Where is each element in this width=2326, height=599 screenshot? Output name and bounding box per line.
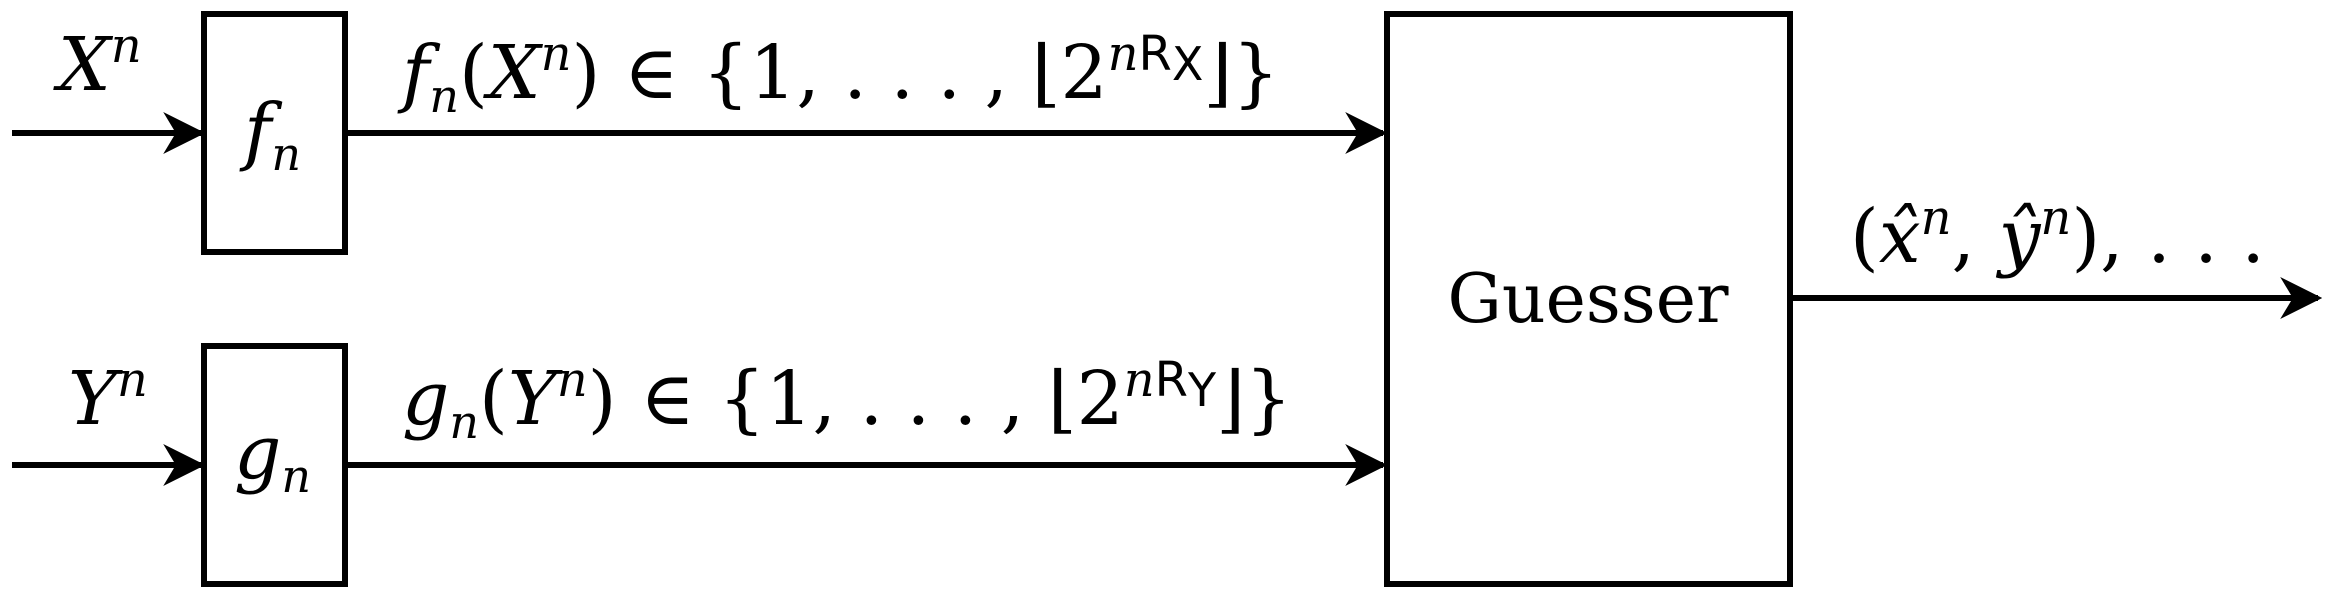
- message-g-label: gn(Yn) ∈ {1, . . . , ⌊2nRY⌋}: [402, 352, 1292, 449]
- encoder-g-label: gn: [234, 410, 311, 503]
- message-f-label: fn(Xn) ∈ {1, . . . , ⌊2nRX⌋}: [397, 26, 1279, 123]
- guesser-label: Guesser: [1448, 260, 1729, 339]
- input-x-label: Xn: [53, 18, 142, 108]
- input-y-label: Yn: [68, 352, 148, 442]
- encoder-f-label: fn: [239, 88, 301, 181]
- output-label: (x̂n, ŷn), . . .: [1850, 190, 2265, 280]
